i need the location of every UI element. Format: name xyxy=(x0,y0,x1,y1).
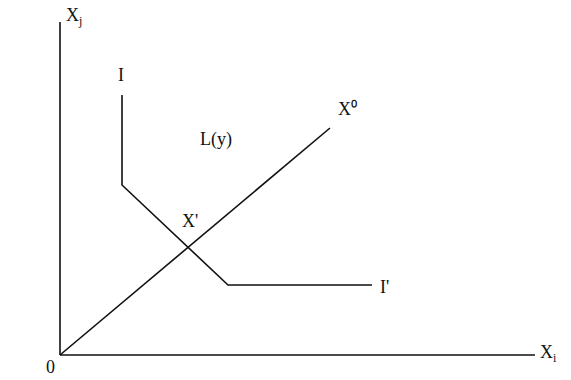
isoquant xyxy=(122,95,372,285)
curve-label: I' xyxy=(380,278,389,296)
ray-from-origin xyxy=(60,128,330,355)
set-label: L(y) xyxy=(200,130,232,148)
point-label: X⁰ xyxy=(338,100,357,118)
origin-label: 0 xyxy=(46,358,55,376)
curve-label: I xyxy=(118,66,124,84)
horizontal-axis xyxy=(60,354,535,356)
axis-label: Xi xyxy=(540,343,556,364)
point-label: X' xyxy=(182,212,198,230)
axis-label: Xj xyxy=(66,6,82,27)
vertical-axis xyxy=(59,22,61,355)
